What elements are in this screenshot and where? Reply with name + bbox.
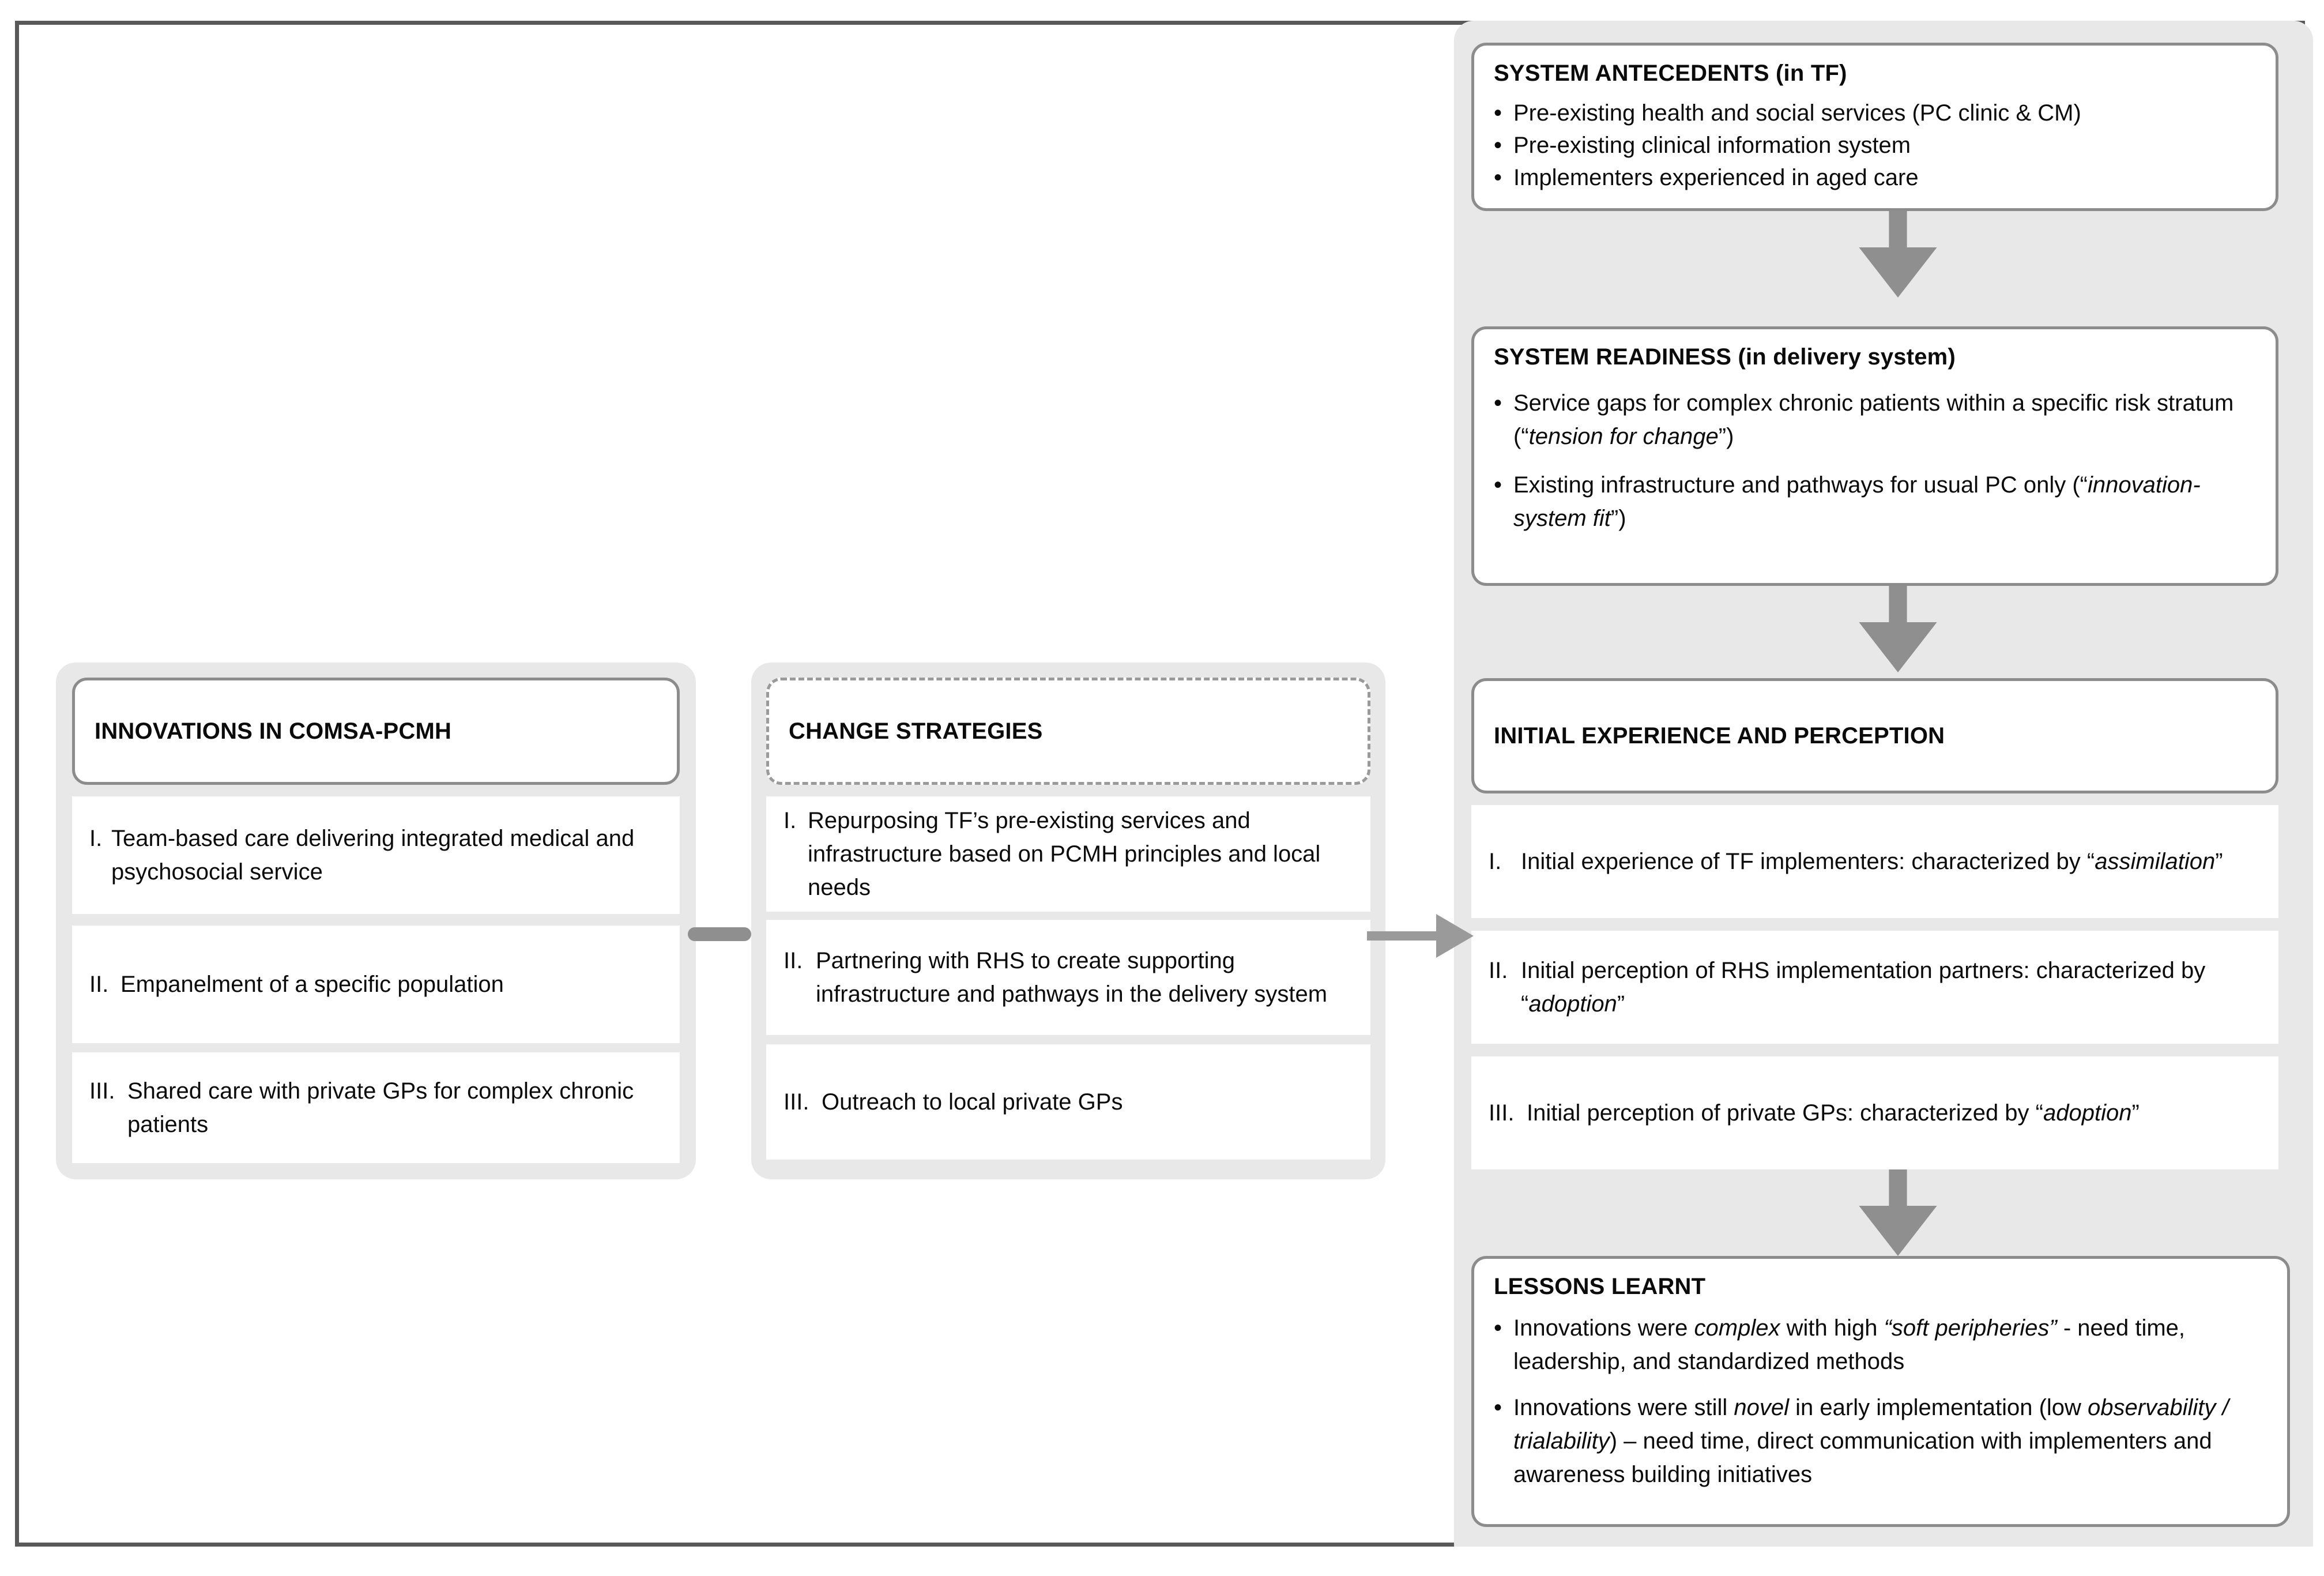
item-body: Empanelment of a specific population — [120, 972, 504, 997]
item-number: I. — [89, 826, 103, 851]
innovations-item-2: II. Empanelment of a specific population — [72, 926, 680, 1043]
item-body: Repurposing TF’s pre-existing services a… — [808, 808, 1321, 900]
change-strategies-header: CHANGE STRATEGIES — [766, 678, 1370, 785]
bullet-item: • Service gaps for complex chronic patie… — [1494, 386, 2256, 453]
item-text: III. Initial perception of private GPs: … — [1471, 1096, 2154, 1130]
item-number: III. — [89, 1078, 115, 1104]
bullet-text: Implementers experienced in aged care — [1513, 165, 1919, 190]
initial-experience-item-2: II. Initial perception of RHS implementa… — [1471, 931, 2278, 1044]
change-strategies-item-1: I. Repurposing TF’s pre-existing service… — [766, 796, 1370, 912]
system-antecedents-card: SYSTEM ANTECEDENTS (in TF) • Pre-existin… — [1471, 43, 2278, 211]
item-text: II. Initial perception of RHS implementa… — [1471, 954, 2278, 1021]
item-body: Initial perception of private GPs: chara… — [1527, 1100, 2140, 1126]
bullet-text: Service gaps for complex chronic patient… — [1513, 390, 2234, 449]
item-number: III. — [784, 1089, 809, 1115]
item-number: III. — [1489, 1100, 1515, 1126]
innovations-item-1: I. Team-based care delivering integrated… — [72, 796, 680, 914]
lessons-learnt-title: LESSONS LEARNT — [1494, 1274, 1706, 1299]
item-body: Partnering with RHS to create supporting… — [816, 948, 1328, 1007]
item-body: Team-based care delivering integrated me… — [111, 826, 635, 885]
item-number: I. — [1489, 849, 1502, 874]
initial-experience-item-3: III. Initial perception of private GPs: … — [1471, 1056, 2278, 1169]
bullet-item: • Pre-existing health and social service… — [1494, 97, 2256, 129]
arrow-antecedents-to-readiness — [1859, 211, 1937, 298]
item-number: I. — [784, 808, 797, 833]
innovations-title: INNOVATIONS IN COMSA-PCMH — [95, 718, 452, 744]
lessons-learnt-card: LESSONS LEARNT • Innovations were comple… — [1471, 1256, 2290, 1527]
item-text: II. Empanelment of a specific population — [72, 968, 519, 1001]
bullet-item: • Implementers experienced in aged care — [1494, 161, 2256, 194]
system-antecedents-title: SYSTEM ANTECEDENTS (in TF) — [1494, 61, 1847, 86]
item-text: I. Initial experience of TF implementers… — [1471, 845, 2238, 878]
bullet-item: • Existing infrastructure and pathways f… — [1494, 468, 2256, 535]
figure-frame: SYSTEM ANTECEDENTS (in TF) • Pre-existin… — [15, 21, 2313, 1547]
bullet-dot: • — [1494, 1315, 1502, 1341]
innovations-header: INNOVATIONS IN COMSA-PCMH — [72, 678, 680, 785]
connector-innovations-to-strategies — [688, 927, 751, 941]
bullet-dot: • — [1494, 472, 1502, 498]
initial-experience-title: INITIAL EXPERIENCE AND PERCEPTION — [1494, 723, 1945, 748]
bullet-text: Pre-existing health and social services … — [1513, 100, 2081, 126]
bullet-item: • Innovations were still novel in early … — [1494, 1391, 2267, 1491]
initial-experience-header: INITIAL EXPERIENCE AND PERCEPTION — [1471, 678, 2278, 793]
innovations-panel: INNOVATIONS IN COMSA-PCMH I. Team-based … — [56, 663, 696, 1179]
arrow-experience-to-lessons — [1859, 1169, 1937, 1256]
arrow-strategies-to-experience — [1367, 914, 1474, 958]
change-strategies-panel: CHANGE STRATEGIES I. Repurposing TF’s pr… — [751, 663, 1385, 1179]
bullet-dot: • — [1494, 390, 1502, 416]
arrow-readiness-to-experience — [1859, 586, 1937, 672]
system-readiness-card: SYSTEM READINESS (in delivery system) • … — [1471, 326, 2278, 586]
change-strategies-title: CHANGE STRATEGIES — [789, 718, 1043, 744]
change-strategies-item-3: III. Outreach to local private GPs — [766, 1044, 1370, 1160]
initial-experience-item-1: I. Initial experience of TF implementers… — [1471, 805, 2278, 918]
bullet-item: • Pre-existing clinical information syst… — [1494, 129, 2256, 161]
item-text: I. Repurposing TF’s pre-existing service… — [766, 804, 1370, 904]
bullet-dot: • — [1494, 1395, 1502, 1420]
item-number: II. — [1489, 958, 1508, 983]
item-body: Shared care with private GPs for complex… — [127, 1078, 634, 1137]
bullet-text: Innovations were complex with high “soft… — [1513, 1315, 2186, 1374]
right-flow-panel: SYSTEM ANTECEDENTS (in TF) • Pre-existin… — [1454, 21, 2313, 1547]
bullet-dot: • — [1494, 165, 1502, 190]
innovations-item-3: III. Shared care with private GPs for co… — [72, 1052, 680, 1163]
item-number: II. — [89, 972, 109, 997]
change-strategies-item-2: II. Partnering with RHS to create suppor… — [766, 920, 1370, 1035]
bullet-dot: • — [1494, 100, 1502, 126]
system-readiness-title: SYSTEM READINESS (in delivery system) — [1494, 344, 1956, 370]
item-number: II. — [784, 948, 803, 973]
item-text: II. Partnering with RHS to create suppor… — [766, 944, 1370, 1011]
bullet-text: Innovations were still novel in early im… — [1513, 1395, 2229, 1487]
bullet-dot: • — [1494, 133, 1502, 158]
bullet-item: • Innovations were complex with high “so… — [1494, 1311, 2267, 1378]
item-body: Initial experience of TF implementers: c… — [1521, 849, 2223, 874]
bullet-text: Pre-existing clinical information system — [1513, 133, 1911, 158]
item-text: III. Shared care with private GPs for co… — [72, 1074, 680, 1141]
item-text: I. Team-based care delivering integrated… — [72, 822, 680, 889]
bullet-text: Existing infrastructure and pathways for… — [1513, 472, 2201, 531]
item-body: Outreach to local private GPs — [822, 1089, 1123, 1115]
item-text: III. Outreach to local private GPs — [766, 1085, 1137, 1119]
item-body: Initial perception of RHS implementation… — [1521, 958, 2206, 1017]
